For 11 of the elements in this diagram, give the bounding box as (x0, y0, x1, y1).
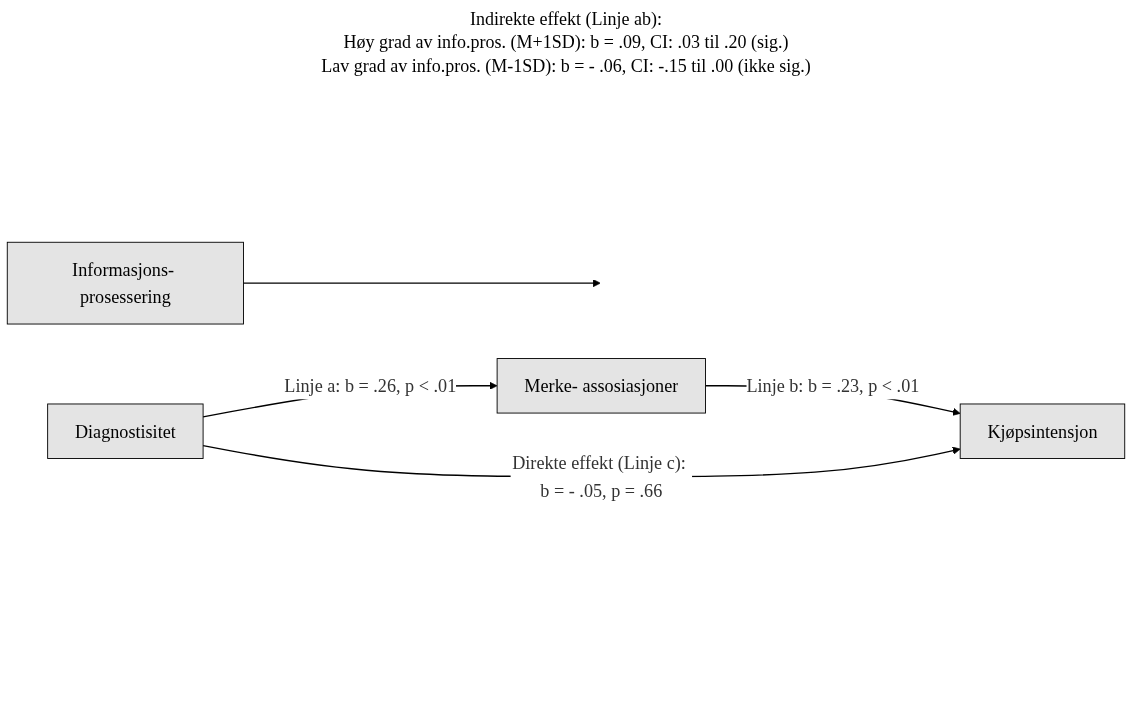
edge-label: Direkte effekt (Linje c): b = - .05, p = .66 (512, 453, 686, 501)
node-box: Merke- assosiasjoner (496, 358, 706, 414)
node-box: Informasjons- prosessering (6, 241, 244, 325)
edge-label: Linje b: b = .23, p < .01 (746, 375, 920, 396)
arrow (242, 279, 601, 288)
note-text: Indirekte effekt (Linje ab): (468, 8, 664, 31)
note-text: Lav grad av info.pros. (M-1SD): b = - .06, CI: -.15 til .00 (ikke sig.) (320, 54, 812, 78)
edge-label: Linje a: b = .26, p < .01 (284, 375, 457, 396)
note-text: Høy grad av info.pros. (M+1SD): b = .09, CI: .03 til .20 (sig.) (342, 31, 790, 55)
node-box: Diagnostisitet (47, 403, 204, 459)
node-box: Kjøpsintensjon (959, 403, 1126, 459)
